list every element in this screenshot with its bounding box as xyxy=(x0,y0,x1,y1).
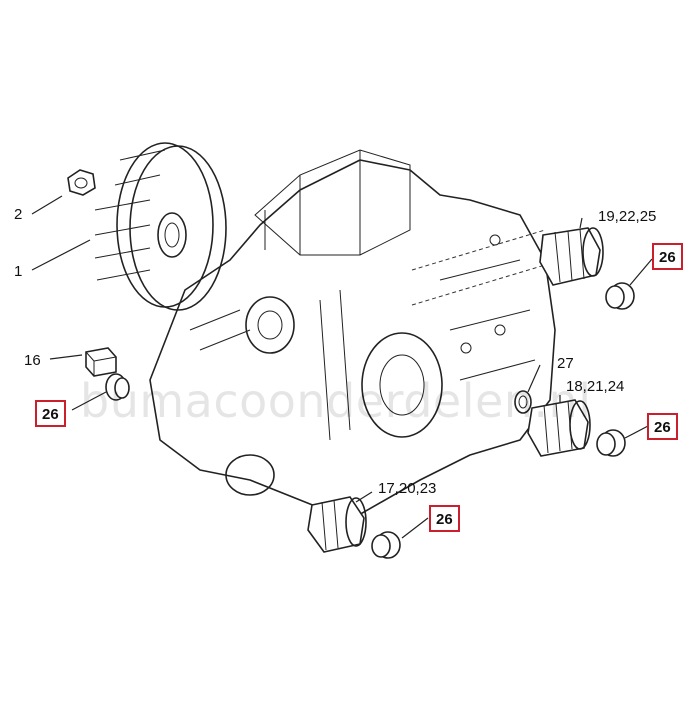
callout-1: 1 xyxy=(14,263,23,280)
watermark-text: bumacoonderdelen.nl xyxy=(80,374,592,428)
callout-17-20-23: 17,20,23 xyxy=(378,480,437,497)
callout-16: 16 xyxy=(24,352,41,369)
callout-18-21-24: 18,21,24 xyxy=(566,378,625,395)
leader-lines xyxy=(31,195,653,539)
plug-part-top-right xyxy=(605,282,635,310)
spacer-part-27 xyxy=(514,390,532,414)
av-buffer-top-right xyxy=(539,227,604,286)
callout-2: 2 xyxy=(14,206,23,223)
plug-part-middle-right xyxy=(596,429,626,457)
callout-26-mid-right: 26 xyxy=(647,413,678,440)
plug-part-bottom xyxy=(371,531,401,559)
buffer-part-16 xyxy=(85,347,117,377)
callout-19-22-25: 19,22,25 xyxy=(598,208,657,225)
callout-26-left: 26 xyxy=(35,400,66,427)
plug-part-left xyxy=(105,373,130,401)
callout-27: 27 xyxy=(557,355,574,372)
av-buffer-middle-right xyxy=(527,399,591,457)
nut-part xyxy=(67,169,96,196)
callout-26-bottom: 26 xyxy=(429,505,460,532)
crankcase-housing xyxy=(149,149,556,521)
av-buffer-bottom xyxy=(307,496,367,553)
callout-26-top-right: 26 xyxy=(652,243,683,270)
flywheel-part xyxy=(94,142,227,311)
